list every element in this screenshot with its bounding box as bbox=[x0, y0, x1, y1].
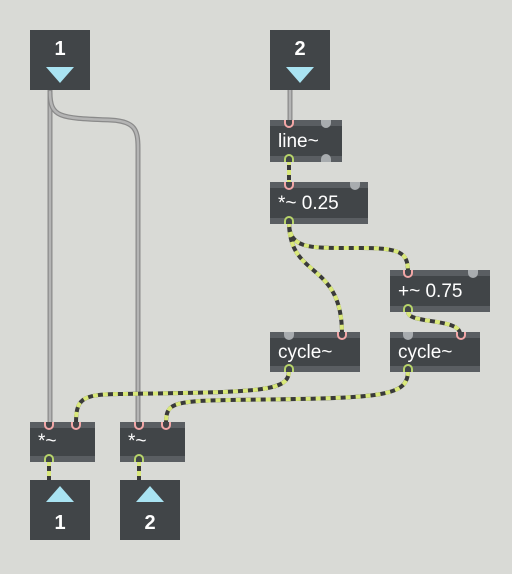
inlet[interactable] bbox=[337, 332, 347, 340]
cord-add-offset-to-cycle-right[interactable] bbox=[406, 311, 462, 335]
object-top-bar bbox=[390, 270, 490, 276]
inlet[interactable] bbox=[403, 270, 413, 278]
object-bottom-bar bbox=[30, 456, 95, 462]
dac-output-1-label: 1 bbox=[54, 512, 66, 534]
outlet[interactable] bbox=[44, 454, 54, 462]
object-label: *~ bbox=[128, 431, 147, 452]
add-offset-object[interactable]: +~ 0.75 bbox=[390, 270, 490, 312]
inlet[interactable] bbox=[403, 332, 413, 340]
object-label: +~ 0.75 bbox=[398, 281, 463, 302]
object-bottom-bar bbox=[390, 306, 490, 312]
object-top-bar bbox=[270, 332, 360, 338]
inlet[interactable] bbox=[284, 332, 294, 340]
object-top-bar bbox=[390, 332, 480, 338]
outlet[interactable] bbox=[284, 154, 294, 162]
down-arrow-icon bbox=[136, 486, 164, 502]
object-label: cycle~ bbox=[398, 342, 453, 363]
adc-input-1-label: 1 bbox=[54, 38, 66, 60]
outlet[interactable] bbox=[284, 364, 294, 372]
outlet[interactable] bbox=[403, 364, 413, 372]
down-arrow-icon bbox=[286, 67, 314, 83]
cord-adc1-to-mult-right[interactable] bbox=[47, 89, 141, 427]
adc-input-1[interactable]: 1 bbox=[30, 30, 90, 90]
cord-cycle-left-to-mult-left[interactable] bbox=[74, 370, 291, 425]
object-label: *~ bbox=[38, 431, 57, 452]
inlet[interactable] bbox=[321, 120, 331, 128]
inlet[interactable] bbox=[134, 422, 144, 430]
down-arrow-icon bbox=[46, 67, 74, 83]
adc-input-2-label: 2 bbox=[294, 38, 306, 60]
outlet[interactable] bbox=[134, 454, 144, 462]
inlet[interactable] bbox=[456, 332, 466, 340]
inlet[interactable] bbox=[284, 120, 294, 128]
line-object[interactable]: line~ bbox=[270, 120, 342, 162]
inlet[interactable] bbox=[284, 182, 294, 190]
inlet[interactable] bbox=[44, 422, 54, 430]
down-arrow-icon bbox=[46, 486, 74, 502]
object-label: cycle~ bbox=[278, 342, 333, 363]
object-bottom-bar bbox=[270, 366, 360, 372]
dac-output-1[interactable]: 1 bbox=[30, 480, 90, 540]
object-bottom-bar bbox=[120, 456, 185, 462]
mult-left-object[interactable]: *~ bbox=[30, 422, 95, 462]
inlet[interactable] bbox=[468, 270, 478, 278]
object-bottom-bar bbox=[390, 366, 480, 372]
dac-output-2-label: 2 bbox=[144, 512, 156, 534]
cord-mult-scale-to-cycle-left[interactable] bbox=[287, 221, 344, 335]
outlet[interactable] bbox=[321, 154, 331, 162]
cord-cycle-right-to-mult-right[interactable] bbox=[164, 370, 410, 425]
inlet[interactable] bbox=[71, 422, 81, 430]
adc-input-2[interactable]: 2 bbox=[270, 30, 330, 90]
object-top-bar bbox=[270, 182, 368, 188]
inlet[interactable] bbox=[161, 422, 171, 430]
cord-mult-scale-to-add-offset[interactable] bbox=[287, 221, 410, 273]
inlet[interactable] bbox=[350, 182, 360, 190]
mult-right-object[interactable]: *~ bbox=[120, 422, 185, 462]
object-top-bar bbox=[270, 120, 342, 126]
object-top-bar bbox=[120, 422, 185, 428]
dac-output-2[interactable]: 2 bbox=[120, 480, 180, 540]
cycle-right-object[interactable]: cycle~ bbox=[390, 332, 480, 372]
outlet[interactable] bbox=[403, 304, 413, 312]
object-label: line~ bbox=[278, 131, 319, 152]
object-label: *~ 0.25 bbox=[278, 193, 339, 214]
mult-scale-object[interactable]: *~ 0.25 bbox=[270, 182, 368, 224]
object-bottom-bar bbox=[270, 156, 342, 162]
outlet[interactable] bbox=[284, 216, 294, 224]
object-top-bar bbox=[30, 422, 95, 428]
object-bottom-bar bbox=[270, 218, 368, 224]
cycle-left-object[interactable]: cycle~ bbox=[270, 332, 360, 372]
